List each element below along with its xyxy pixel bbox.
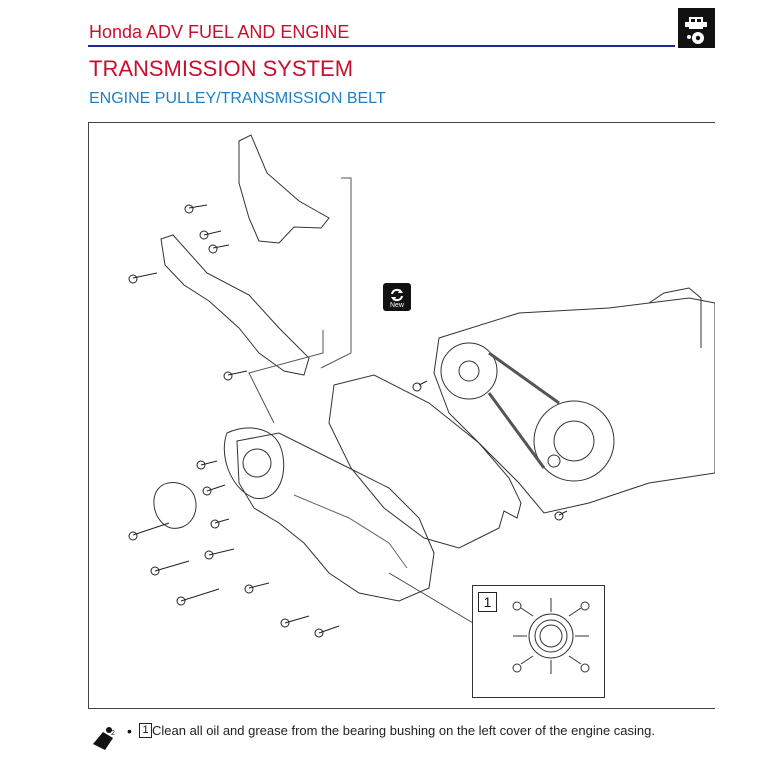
note-reference-number: 1 [139,723,152,738]
grease-cleaning-icon: 2 [89,724,119,752]
driven-pulley [533,400,615,482]
left-cover [236,432,435,602]
svg-text:2: 2 [111,730,115,737]
new-badge-label: New [389,302,404,309]
bearing-bushing-detail [512,598,590,674]
note-bullet: • [127,723,132,739]
callout-detail-box: 1 [472,585,605,698]
header-rule [88,45,675,47]
diagram-drawing [128,134,715,638]
upper-bracket [238,134,330,244]
o-ring [153,482,197,529]
page-subtitle: ENGINE PULLEY/TRANSMISSION BELT [89,90,386,107]
pump-housing [223,427,285,499]
crankcase [433,297,715,514]
note-text: Clean all oil and grease from the bearin… [152,723,655,738]
refresh-new-icon: New [383,283,411,311]
exploded-diagram [88,122,715,709]
callout-number: 1 [478,592,497,612]
drive-pulley [440,342,498,400]
lower-bracket [160,234,310,376]
engine-section-icon [678,8,715,48]
gasket [328,374,522,549]
page-title: TRANSMISSION SYSTEM [89,56,354,81]
header-title: Honda ADV FUEL AND ENGINE [89,22,350,42]
